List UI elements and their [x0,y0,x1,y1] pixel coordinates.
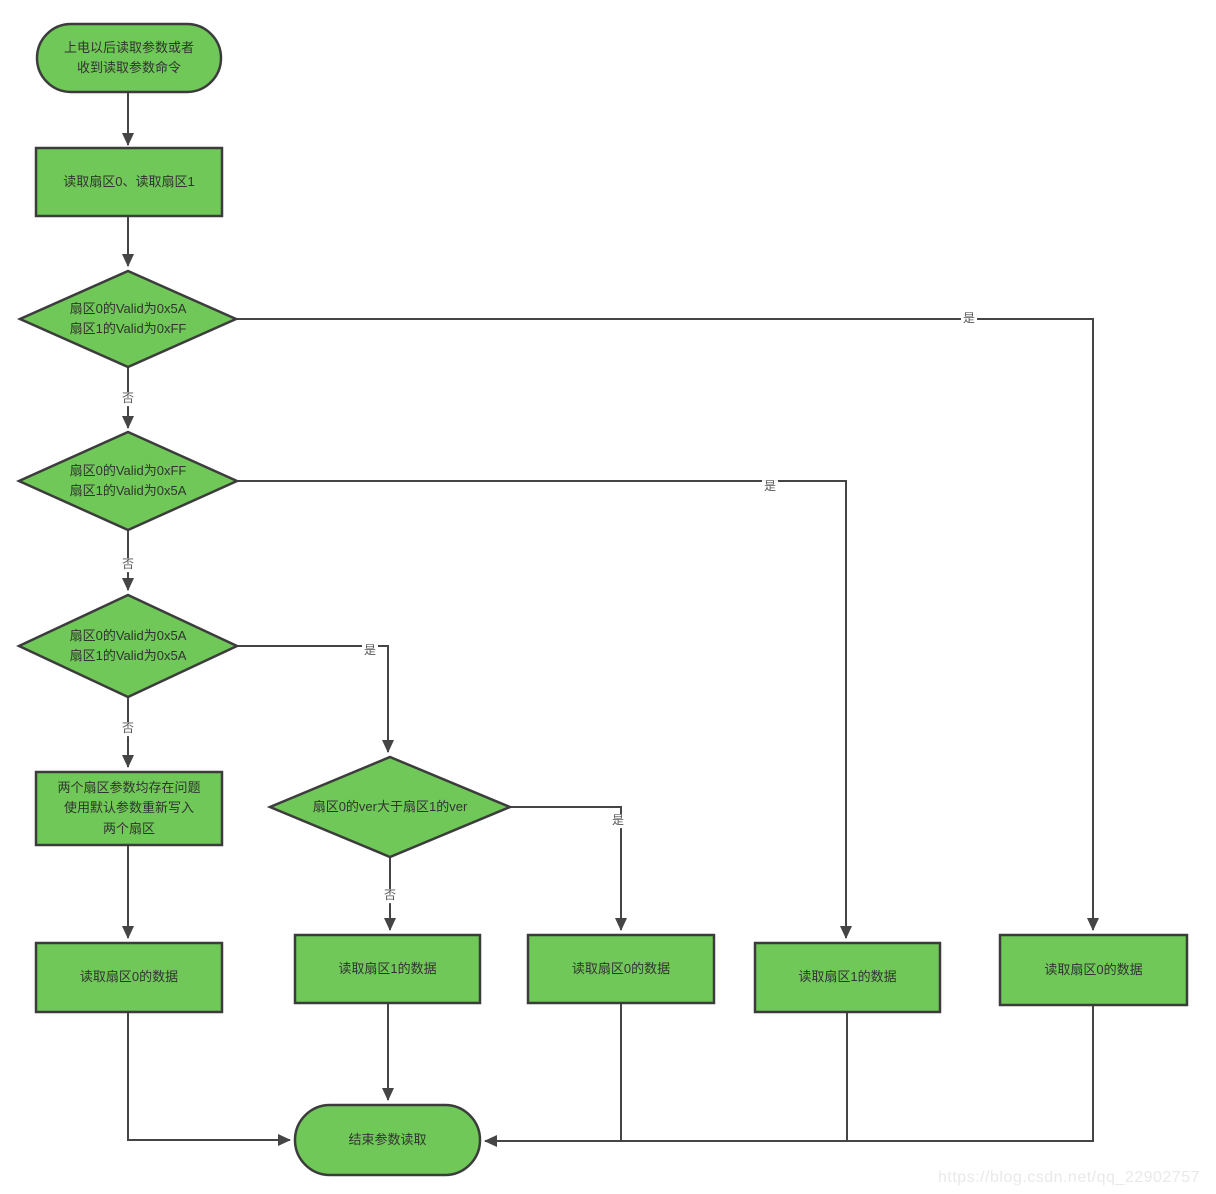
edge-decision2-yes [237,480,852,939]
edge-label-no-2: 否 [119,557,137,572]
edge-read0-left-to-end [127,1012,291,1146]
watermark: https://blog.csdn.net/qq_22902757 [937,1169,1200,1186]
decision1-node-label: 扇区0的Valid为0x5A 扇区1的Valid为0xFF [69,300,187,336]
read-sector0-mid-node-label: 读取扇区0的数据 [571,960,671,976]
decision3-node-label: 扇区0的Valid为0x5A 扇区1的Valid为0x5A [69,627,187,663]
read-sector1-right-node-label: 读取扇区1的数据 [798,969,897,985]
read-sector0-mid-node-shape [526,933,716,1005]
read-sector1-right-node-shape [753,941,942,1014]
edge-label-no-3: 否 [119,721,137,736]
start-node-shape [35,22,223,94]
edge-label-yes-4: 是 [609,813,627,828]
start-node-label: 上电以后读取参数或者 收到读取参数命令 [63,39,194,75]
decision2-node-shape [15,430,241,532]
rewrite-default-node-label: 两个扇区参数均存在问题 使用默认参数重新写入 两个扇区 [57,780,201,836]
read-sectors-node-label: 读取扇区0、读取扇区1 [63,173,195,189]
end-node-label: 结束参数读取 [348,1131,427,1147]
rewrite-default-node-shape [34,770,224,847]
read-sector0-far-right-node-label: 读取扇区0的数据 [1044,961,1143,977]
edge-label-no-1: 否 [119,391,137,406]
decision2-node-label: 扇区0的Valid为0xFF 扇区1的Valid为0x5A [69,462,187,498]
read-sectors-node-shape [34,146,224,218]
read-sector1-mid-node-shape [293,933,482,1005]
edge-decision4-yes [510,806,627,931]
end-node-shape [293,1103,482,1177]
decision1-node-shape [16,269,240,369]
decision4-node-label: 扇区0的ver大于扇区1的ver [312,798,468,814]
decision4-node-shape [266,755,514,859]
edge-decision1-yes [236,318,1099,931]
edge-decision3-yes [237,645,394,753]
decision3-node-shape [16,593,240,699]
read-sector0-far-right-node-shape [998,933,1189,1007]
read-sector0-left-node-shape [34,941,224,1014]
edge-label-yes-3: 是 [361,643,379,658]
edge-label-no-4: 否 [381,888,399,903]
read-sector1-mid-node-label: 读取扇区1的数据 [338,960,437,976]
edge-merge-to-end [484,1005,1094,1147]
edge-label-yes-2: 是 [761,479,779,494]
edge-label-yes-1: 是 [960,311,978,326]
read-sector0-left-node-label: 读取扇区0的数据 [79,969,179,985]
